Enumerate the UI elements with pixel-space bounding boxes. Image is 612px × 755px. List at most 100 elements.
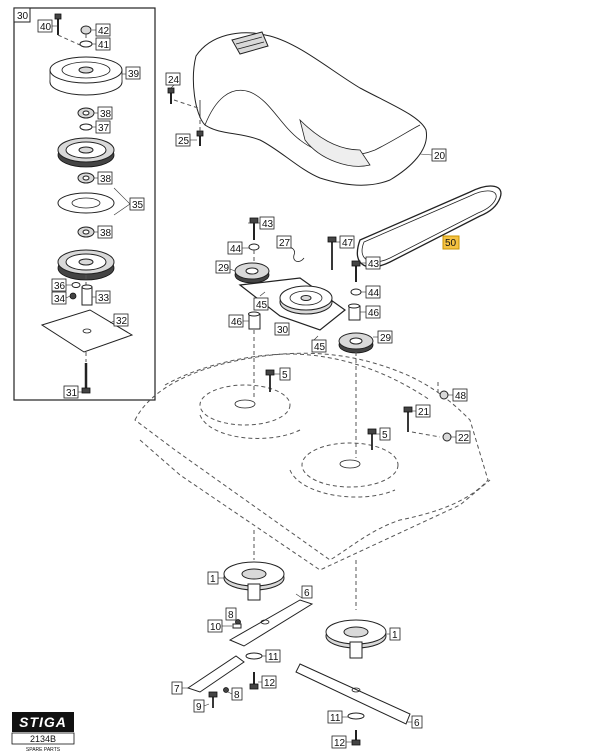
spindle-1-right — [325, 619, 387, 659]
callout-37: 37 — [98, 123, 110, 134]
callout-50: 50 — [445, 238, 457, 249]
bushing-46 — [348, 303, 361, 321]
gear-29-left — [234, 262, 270, 284]
bolt-47 — [327, 236, 337, 270]
bolt-21 — [403, 406, 413, 432]
screw-34 — [69, 292, 77, 300]
callout-45: 45 — [314, 342, 326, 353]
bolt-12 — [351, 730, 361, 746]
callout-25: 25 — [178, 136, 190, 147]
pulley-center — [279, 285, 333, 315]
spindle-1-left — [223, 561, 285, 601]
callout-32: 32 — [116, 316, 128, 327]
callout-43: 43 — [262, 219, 274, 230]
blade-6-right — [295, 663, 411, 725]
spacer-37 — [79, 123, 93, 131]
bolt-5 — [367, 428, 377, 450]
washer-11 — [245, 652, 263, 660]
callout-44: 44 — [230, 244, 242, 255]
callout-20: 20 — [434, 151, 446, 162]
callout-35: 35 — [132, 200, 144, 211]
bolt-5 — [265, 369, 275, 392]
nut-22 — [442, 432, 452, 442]
plate-32 — [40, 309, 134, 353]
bolt-43 — [249, 217, 259, 240]
bushing-46 — [248, 311, 261, 330]
bolt-43 — [351, 260, 361, 282]
belt-50 — [356, 185, 502, 268]
callout-8: 8 — [234, 690, 240, 701]
callout-1: 1 — [392, 630, 398, 641]
callout-41: 41 — [98, 40, 110, 51]
callout-11: 11 — [268, 652, 279, 663]
screw-8 — [223, 687, 229, 693]
callout-42: 42 — [98, 26, 110, 37]
belt-cover-20 — [192, 31, 427, 186]
callout-9: 9 — [196, 702, 202, 713]
callout-11: 11 — [330, 713, 341, 724]
leader-lines — [170, 80, 456, 743]
brand-code: 2134B — [30, 734, 56, 744]
callout-39: 39 — [128, 69, 140, 80]
callout-7: 7 — [174, 684, 180, 695]
bolt-10 — [232, 623, 242, 629]
callout-30: 30 — [277, 325, 289, 336]
callout-38: 38 — [100, 228, 112, 239]
callout-5: 5 — [382, 430, 388, 441]
screw-25 — [196, 130, 204, 146]
callout-29: 29 — [380, 333, 392, 344]
callout-8: 8 — [228, 610, 234, 621]
callout-44: 44 — [368, 288, 380, 299]
bolt-31 — [81, 363, 91, 394]
washer-11 — [347, 712, 365, 720]
brand-subtitle: SPARE PARTS — [26, 747, 61, 753]
callout-46: 46 — [368, 308, 380, 319]
blade-7 — [186, 655, 245, 693]
callout-31: 31 — [66, 388, 78, 399]
callouts: 40 42 41 39 38 37 38 35 38 36 34 33 32 3… — [37, 19, 471, 749]
nut-48 — [439, 390, 449, 400]
callout-12: 12 — [264, 678, 276, 689]
mower-deck — [134, 352, 491, 571]
callout-33: 33 — [98, 293, 110, 304]
callout-6: 6 — [304, 588, 310, 599]
callout-34: 34 — [54, 294, 66, 305]
pulley-39 — [49, 56, 123, 96]
callout-6: 6 — [414, 718, 420, 729]
callout-47: 47 — [342, 238, 354, 249]
callout-10: 10 — [210, 622, 222, 633]
callout-45: 45 — [256, 300, 268, 311]
callout-21: 21 — [418, 407, 430, 418]
callout-38: 38 — [100, 109, 112, 120]
bushing-33 — [81, 284, 93, 306]
callout-12: 12 — [334, 738, 346, 749]
callout-38: 38 — [100, 174, 112, 185]
screw-24 — [167, 87, 175, 104]
gear-lower — [57, 249, 115, 281]
inset-label: 30 — [17, 11, 29, 22]
callout-40: 40 — [40, 22, 52, 33]
callout-5: 5 — [282, 370, 288, 381]
callout-36: 36 — [54, 281, 66, 292]
nut-42 — [80, 25, 92, 35]
callout-43: 43 — [368, 259, 380, 270]
callout-48: 48 — [455, 391, 467, 402]
brand-block: STIGA 2134B SPARE PARTS — [11, 712, 75, 753]
spring-27 — [285, 247, 305, 262]
gear-29-right — [338, 332, 374, 354]
callout-22: 22 — [458, 433, 470, 444]
washer-44 — [248, 243, 260, 251]
washer-41 — [79, 40, 93, 48]
washer-36 — [71, 282, 81, 288]
brand-logo: STIGA — [19, 714, 67, 730]
callout-1: 1 — [210, 574, 216, 585]
highlight-box-50 — [442, 235, 460, 250]
callout-46: 46 — [231, 317, 243, 328]
callout-29: 29 — [218, 263, 230, 274]
plate-35 — [57, 187, 131, 216]
callout-24: 24 — [168, 75, 180, 86]
bolt-9 — [208, 691, 218, 708]
bolt-12 — [249, 672, 259, 690]
blade-6-left — [228, 599, 314, 647]
